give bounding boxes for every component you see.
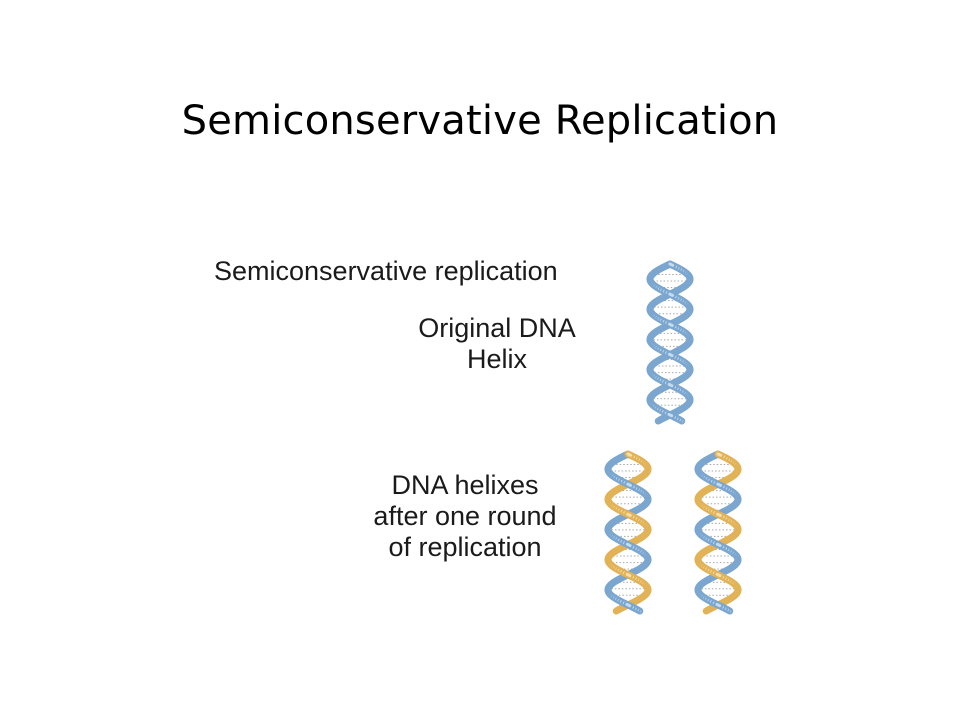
original-helix-label-line-2: Helix (466, 344, 527, 374)
strand-b-segment-highlight (625, 602, 632, 608)
strand-a-segment-highlight (715, 572, 722, 578)
strand-b-segment-highlight (625, 542, 632, 548)
strand-a-segment-highlight (668, 322, 674, 327)
strand-a-segment-highlight (716, 452, 723, 457)
strand-a-segment-highlight (626, 452, 633, 457)
daughter-helixes-label-line-2: after one round (373, 501, 557, 531)
slide-title: Semiconservative Replication (181, 98, 779, 144)
strand-b-segment-highlight (716, 482, 723, 487)
daughter-helixes-label: DNA helixes after one round of replicati… (340, 470, 590, 563)
strand-a-segment-highlight (704, 608, 711, 613)
original-helix-label-line-1: Original DNA (418, 313, 576, 343)
daughter-dna-helix-2 (694, 450, 742, 615)
original-dna-helix (646, 260, 694, 425)
strand-a-segment-highlight (668, 262, 675, 267)
strand-b-segment-highlight (667, 352, 674, 358)
strand-a-segment-highlight (626, 512, 632, 517)
strand-a-segment-highlight (614, 608, 621, 613)
strand-a-segment-highlight (656, 418, 663, 423)
strand-b-segment-highlight (667, 412, 674, 418)
daughter-dna-helix-1 (604, 450, 652, 615)
daughter-helixes-label-line-3: of replication (388, 532, 542, 562)
strand-a-segment-highlight (667, 382, 674, 388)
original-helix-label: Original DNA Helix (372, 313, 622, 375)
strand-b-segment-highlight (715, 602, 722, 608)
strand-a-segment-highlight (625, 572, 632, 578)
strand-a-segment-highlight (716, 512, 722, 517)
strand-b-segment-highlight (715, 542, 722, 548)
daughter-helixes-label-line-1: DNA helixes (391, 470, 539, 500)
figure-heading: Semiconservative replication (214, 256, 558, 286)
strand-b-segment-highlight (668, 292, 675, 297)
strand-b-segment-highlight (626, 482, 633, 487)
